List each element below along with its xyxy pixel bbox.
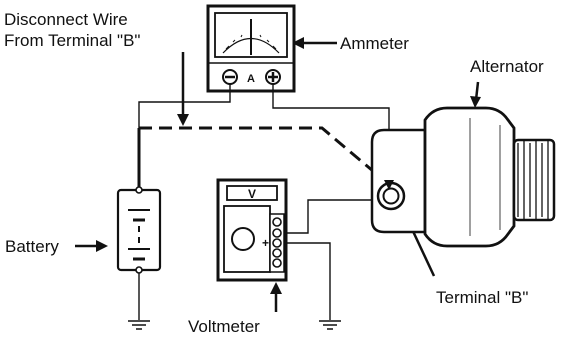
voltmeter-negative-wire [283, 242, 331, 320]
voltmeter-label: Voltmeter [188, 317, 260, 336]
voltmeter-dial [231, 227, 255, 251]
battery-label-arrow [75, 240, 108, 252]
ammeter-negative-terminal [222, 69, 238, 85]
voltmeter-jack-positive [272, 228, 282, 238]
wires [137, 84, 394, 320]
voltmeter-unit: V [248, 187, 256, 201]
ammeter-label: Ammeter [340, 34, 409, 53]
ammeter-negative-wire [138, 84, 231, 140]
terminal-b-label: Terminal "B" [436, 288, 528, 307]
ammeter: A [206, 4, 296, 93]
voltmeter-plus-mark: + [262, 236, 269, 250]
ammeter-unit: A [247, 73, 255, 85]
voltmeter-positive-wire [283, 199, 378, 234]
battery [116, 186, 162, 274]
pulley-grooves [517, 140, 549, 220]
voltmeter-ground-symbol [319, 320, 341, 330]
battery-ground-symbol [128, 320, 150, 330]
voltmeter-label-arrow [270, 282, 282, 312]
ammeter-label-arrow [292, 37, 337, 49]
voltmeter-jack-4 [272, 248, 282, 258]
ammeter-positive-arrow [384, 180, 394, 190]
voltmeter-jack-1 [272, 217, 282, 227]
disconnected-wire [139, 126, 387, 184]
alternator-label-arrow [470, 81, 481, 108]
alternator-label: Alternator [470, 57, 544, 76]
disconnect-wire-arrow [177, 52, 189, 126]
ammeter-positive-terminal [265, 69, 281, 85]
voltmeter: V + [216, 178, 288, 282]
alternator [370, 106, 556, 248]
terminal-b-post [376, 181, 406, 211]
battery-label: Battery [5, 237, 59, 256]
from-terminal-b-label: From Terminal "B" [4, 31, 140, 50]
voltmeter-jack-negative [272, 238, 282, 248]
disconnect-wire-label: Disconnect Wire [4, 10, 128, 29]
voltmeter-jack-5 [272, 258, 282, 268]
